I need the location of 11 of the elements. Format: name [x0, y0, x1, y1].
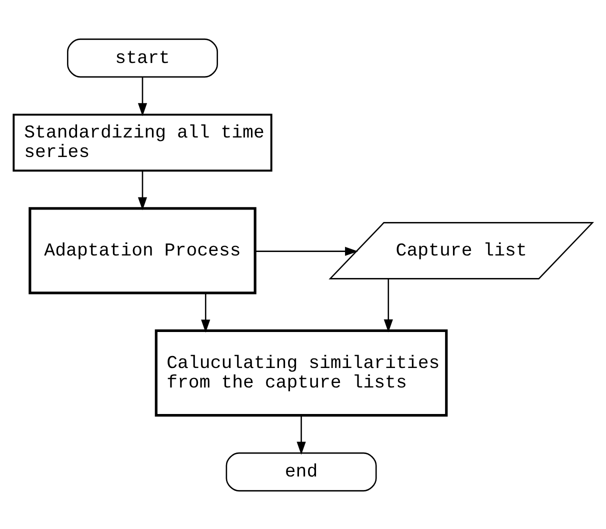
arrow	[138, 170, 148, 210]
node-box: Caluculating similarities from the capture lists	[154, 328, 448, 416]
arrow	[255, 246, 358, 256]
node-box: Standardizing all time series	[12, 113, 272, 172]
arrow	[138, 76, 148, 116]
arrow	[296, 415, 306, 454]
node-box: Adaptation Process	[28, 206, 256, 294]
node-box: start	[67, 38, 218, 78]
arrow	[384, 278, 393, 332]
arrow	[201, 292, 210, 332]
node-box: end	[226, 452, 377, 491]
